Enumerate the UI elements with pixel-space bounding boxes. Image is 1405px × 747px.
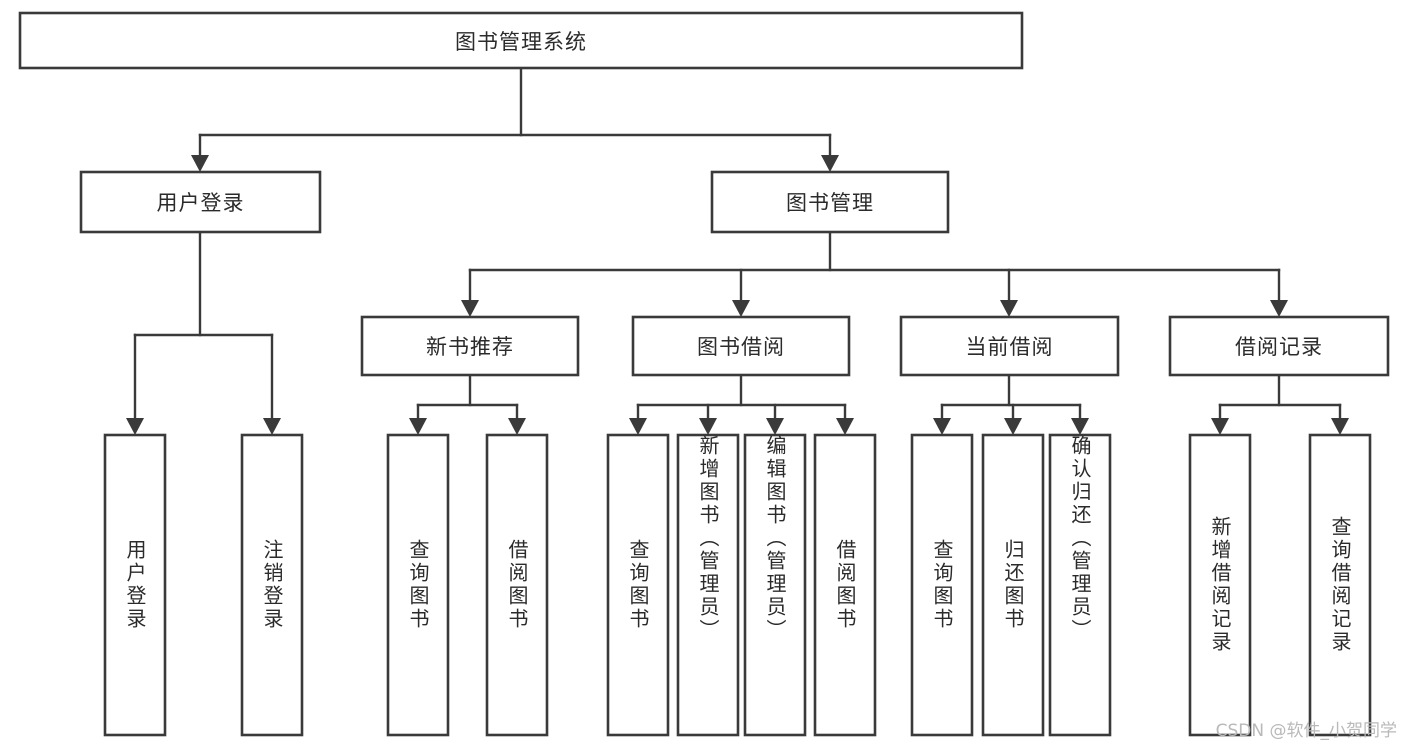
arrowhead-leaf-query-book-1 — [409, 418, 427, 435]
arrowhead-leaf-edit-book — [766, 418, 784, 435]
node-box-book-borrow[interactable] — [631, 315, 851, 377]
connector-group-new-book-recommend — [409, 373, 526, 435]
node-box-leaf-add-record[interactable] — [1188, 433, 1252, 737]
node-box-leaf-user-logout[interactable] — [240, 433, 304, 737]
watermark-text: CSDN @软件_小贺同学 — [1215, 721, 1397, 741]
connector-group-user-login — [126, 230, 281, 435]
arrowhead-leaf-add-book — [699, 418, 717, 435]
arrowhead-leaf-user-login — [126, 418, 144, 435]
arrowhead-leaf-query-record — [1331, 418, 1349, 435]
node-box-root[interactable] — [18, 11, 1024, 70]
node-box-leaf-add-book[interactable] — [676, 433, 740, 737]
connector-group-book-management — [461, 230, 1288, 317]
node-box-leaf-user-login[interactable] — [103, 433, 167, 737]
arrowhead-leaf-query-book-2 — [629, 418, 647, 435]
connector-group-current-borrow — [933, 373, 1089, 435]
arrowhead-user-login — [191, 155, 209, 172]
arrowhead-leaf-confirm-return — [1071, 418, 1089, 435]
arrowhead-book-management — [821, 155, 839, 172]
arrowhead-current-borrow — [1000, 300, 1018, 317]
connector-group-borrow-record — [1211, 373, 1349, 435]
node-box-leaf-query-book-1[interactable] — [386, 433, 450, 737]
node-box-leaf-return-book[interactable] — [981, 433, 1045, 737]
node-box-new-book-recommend[interactable] — [360, 315, 580, 377]
node-box-book-management[interactable] — [710, 170, 950, 234]
node-box-leaf-borrow-book-1[interactable] — [485, 433, 549, 737]
arrowhead-new-book-recommend — [461, 300, 479, 317]
node-box-leaf-query-book-2[interactable] — [606, 433, 670, 737]
node-box-leaf-query-book-3[interactable] — [910, 433, 974, 737]
node-box-leaf-borrow-book-2[interactable] — [813, 433, 877, 737]
arrowhead-leaf-add-record — [1211, 418, 1229, 435]
node-box-leaf-edit-book[interactable] — [743, 433, 807, 737]
arrowhead-leaf-borrow-book-2 — [836, 418, 854, 435]
arrowhead-leaf-query-book-3 — [933, 418, 951, 435]
node-box-leaf-query-record[interactable] — [1308, 433, 1372, 737]
node-box-borrow-record[interactable] — [1168, 315, 1390, 377]
node-box-leaf-confirm-return[interactable] — [1048, 433, 1112, 737]
connector-group-book-borrow — [629, 373, 854, 435]
arrowhead-book-borrow — [732, 300, 750, 317]
node-box-user-login[interactable] — [79, 170, 322, 234]
node-box-current-borrow[interactable] — [899, 315, 1120, 377]
arrowhead-leaf-borrow-book-1 — [508, 418, 526, 435]
arrowhead-borrow-record — [1270, 300, 1288, 317]
arrowhead-leaf-user-logout — [263, 418, 281, 435]
connector-group-root — [191, 66, 839, 172]
arrowhead-leaf-return-book — [1004, 418, 1022, 435]
